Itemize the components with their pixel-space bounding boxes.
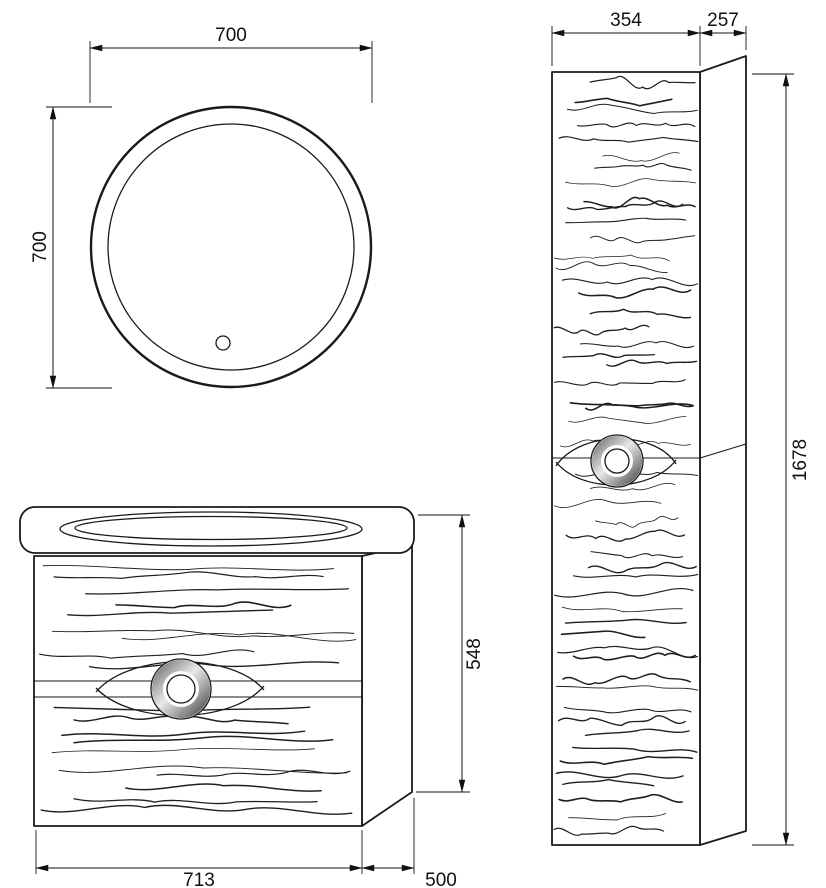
sink-basin-inner [74, 515, 348, 541]
mirror-inner-edge [107, 123, 355, 371]
wave-line [39, 649, 255, 659]
wave-line [579, 341, 695, 349]
wave-line [602, 152, 680, 162]
wave-line [555, 771, 684, 779]
mirror-outer-frame [89, 105, 373, 389]
mirror-width-dimension: 700 [89, 25, 373, 103]
wave-line [73, 798, 318, 805]
vanity-height-dimension: 548 [416, 514, 485, 793]
wave-line [51, 747, 316, 754]
wave-line [566, 200, 684, 211]
wave-line [574, 97, 673, 107]
wave-line [553, 825, 665, 836]
vanity-depth-label: 500 [425, 870, 457, 888]
wave-line [61, 730, 306, 737]
wave-line [565, 178, 696, 187]
wave-line [566, 103, 698, 115]
wave-line [51, 629, 355, 638]
mirror-front-view: 700 700 [30, 25, 373, 389]
tall-cabinet-height-label: 1678 [790, 439, 811, 481]
wave-line [558, 136, 699, 143]
wave-line [555, 261, 668, 273]
wave-line [53, 571, 324, 579]
vanity-wave-texture-upper [39, 564, 357, 670]
vanity-width-dimension: 713 [35, 830, 363, 888]
wave-line [587, 562, 698, 574]
wave-line [561, 277, 698, 287]
mirror-touch-sensor [215, 335, 231, 351]
wave-line [58, 765, 348, 774]
wave-line [590, 551, 684, 559]
vanity-view: 713 500 548 [19, 506, 485, 888]
vanity-height-label: 548 [464, 638, 485, 670]
wave-line [562, 353, 655, 358]
wave-line [578, 286, 692, 299]
wave-line [606, 359, 698, 367]
wave-line [562, 673, 691, 685]
wave-line [67, 609, 274, 617]
wave-line [577, 122, 696, 128]
wave-line [594, 516, 679, 528]
wave-line [568, 416, 687, 424]
vanity-depth-dimension: 500 [361, 798, 457, 888]
tall-cabinet-width-dimension: 354 [551, 10, 701, 66]
wave-line [555, 685, 699, 691]
tall-cabinet-handle [590, 434, 644, 488]
wave-line [557, 715, 686, 726]
tall-cabinet-width-label: 354 [610, 10, 642, 31]
vanity-handle [150, 658, 212, 720]
wave-line [125, 783, 322, 792]
tall-cabinet-height-dimension: 1678 [752, 73, 811, 846]
wave-line [594, 162, 692, 171]
mirror-height-label: 700 [30, 231, 51, 263]
wave-line [573, 573, 699, 578]
wave-line [563, 706, 692, 714]
tall-cabinet-view: 354 257 1678 [551, 10, 811, 846]
wave-line [562, 778, 655, 787]
wave-line [589, 308, 692, 319]
mirror-width-label: 700 [215, 25, 247, 46]
wave-line [42, 564, 335, 571]
wave-line [553, 379, 686, 386]
wave-line [156, 769, 351, 777]
wave-line [589, 75, 696, 90]
wave-line [565, 529, 686, 542]
wave-line [589, 235, 696, 244]
wave-line [568, 813, 667, 821]
wave-line [585, 402, 694, 411]
wave-line [40, 804, 353, 815]
wave-line [121, 632, 357, 642]
wave-line [564, 618, 687, 625]
wave-line [565, 217, 687, 224]
wave-line [554, 588, 694, 598]
tall-cabinet-depth-label: 257 [707, 10, 739, 31]
tall-cabinet-depth-dimension: 257 [699, 10, 747, 50]
wave-line [554, 499, 662, 508]
wave-line [115, 601, 292, 609]
wave-line [73, 735, 334, 744]
wave-line [589, 482, 676, 491]
tall-cabinet-door-seam-side [699, 443, 747, 459]
tall-cabinet-wave-texture-upper [553, 75, 699, 448]
vanity-side-panel [361, 544, 413, 827]
wave-line [85, 588, 350, 595]
wave-line [560, 630, 646, 639]
tall-cabinet-wave-texture-lower [553, 471, 699, 836]
wave-line [561, 606, 683, 613]
wave-line [584, 728, 690, 737]
wave-line [558, 793, 683, 803]
vanity-width-label: 713 [183, 870, 215, 888]
wave-line [553, 324, 650, 336]
wave-line [557, 645, 698, 659]
wave-line [559, 755, 694, 766]
wave-line [572, 746, 698, 753]
wave-line [88, 661, 340, 670]
wave-line [553, 254, 670, 262]
sink-basin-rim [59, 511, 363, 547]
mirror-height-dimension: 700 [30, 106, 112, 389]
wave-line [572, 652, 696, 661]
